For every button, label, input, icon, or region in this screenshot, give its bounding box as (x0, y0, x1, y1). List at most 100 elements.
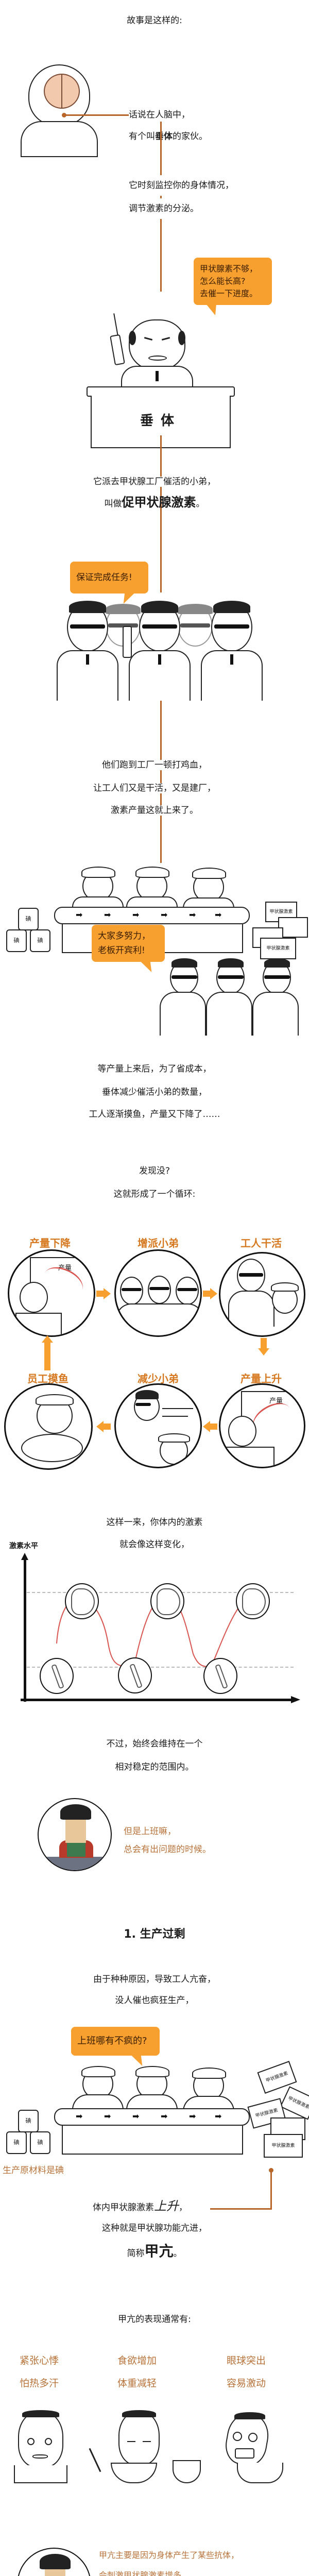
hormone-line2: 就会像这样变化， (119, 1539, 190, 1550)
symptom-figure-nervous (13, 2410, 70, 2483)
brain-pointer-dot (62, 113, 66, 117)
intro-title: 故事是这样的: (127, 15, 182, 26)
cycle-step-label: 产量下降 (29, 1237, 71, 1249)
conveyor-belt: ➡ ➡ ➡ ➡ ➡ ➡ (54, 2108, 250, 2126)
fish-marker-icon (236, 1583, 270, 1619)
cycle-arrow-left (96, 1421, 104, 1432)
hormone-line1: 这样一来，你体内的激素 (106, 1517, 203, 1528)
pituitary-intro-line1: 话说在人脑中， (129, 110, 190, 120)
pituitary-term: 垂体 (155, 131, 173, 142)
tsh-speech-bubble: 保证完成任务! (70, 562, 148, 604)
phone-icon (123, 626, 132, 658)
connector-line (210, 2208, 272, 2210)
wrench-marker-icon (40, 1658, 74, 1694)
handwritten-rise: 上升 (154, 2199, 179, 2213)
cycle-step-output-down: 产量 (8, 1249, 95, 1337)
connector-line (270, 2170, 272, 2209)
connector-line (160, 701, 162, 721)
connector-line (64, 114, 129, 116)
overproduction-speech-bubble: 上班哪有不疯的? (71, 2027, 160, 2066)
cycle-arrow-right (104, 1288, 111, 1299)
conveyor-base (62, 2126, 243, 2155)
narrator1-line1: 但是上班嘛， (124, 1826, 176, 1837)
stable-line1: 不过，始终会维持在一个 (106, 1739, 203, 1749)
wrench-marker-icon (118, 1657, 152, 1693)
human-head-figure (21, 64, 98, 167)
phone-icon (110, 334, 125, 366)
decline-line3: 工人逐渐摸鱼，产量又下降了…… (89, 1109, 220, 1120)
worker-cap-icon (192, 2067, 226, 2079)
fish-marker-icon (65, 1583, 99, 1619)
factory-scene: ➡ ➡ ➡ ➡ ➡ ➡ 碘 碘 碘 甲状腺激素 甲状腺激素 (0, 866, 309, 1041)
hormone-box: 甲状腺激素 (264, 2134, 303, 2158)
cycle-arrow-left (203, 1421, 210, 1432)
sunglasses-icon (214, 624, 249, 629)
rice-bowl-icon (111, 2463, 157, 2483)
symptom-group: 食欲增加 体重减轻 (117, 2355, 157, 2389)
pituitary-speech-bubble: 甲状腺素不够， 怎么能长高? 去催一下进度。 (194, 258, 272, 315)
worker-cap-icon (135, 2066, 169, 2077)
factory-line2: 让工人们又是干活，又是建厂， (93, 783, 216, 793)
cycle-step-fewer-agents (114, 1383, 202, 1468)
desk-top (87, 386, 235, 397)
worker-cap-icon (81, 867, 115, 878)
hyperthyroid-term: 甲亢 (144, 2243, 174, 2260)
narrator-avatar (38, 1798, 112, 1871)
cycle-step-label: 员工摸鱼 (27, 1372, 68, 1385)
result-line1: 体内甲状腺激素上升， (93, 2199, 187, 2213)
cycle-arrow-right (210, 1288, 217, 1299)
fish-marker-icon (150, 1583, 184, 1619)
tsh-line2: 叫做促甲状腺激素。 (104, 495, 205, 510)
cycle-arrow-down (258, 1348, 269, 1355)
factory-line3: 激素产量这就上来了。 (111, 805, 198, 816)
lower-threshold-line (27, 1667, 294, 1668)
wrench-marker-icon (203, 1658, 237, 1694)
stable-line2: 相对稳定的范围内。 (115, 1762, 194, 1772)
worker-cap-icon (81, 2066, 115, 2077)
cycle-question: 发现没? (139, 1166, 170, 1176)
cycle-step-label: 减少小弟 (138, 1372, 179, 1385)
narrator-avatar (17, 2548, 91, 2576)
fish-icon (21, 1434, 83, 1462)
conveyor-belt: ➡ ➡ ➡ ➡ ➡ ➡ (54, 907, 250, 924)
symptom-group: 眼球突出 容易激动 (227, 2355, 266, 2389)
connector-line (160, 515, 162, 592)
pituitary-monitor-line1: 它时刻监控你的身体情况， (129, 175, 234, 196)
factory-line1: 他们跑到工厂一顿打鸡血， (102, 760, 207, 770)
y-axis (24, 1558, 26, 1702)
narrator1-line2: 总会有出问题的时候。 (124, 1844, 211, 1855)
symptom-group: 紧张心悸 怕热多汗 (20, 2355, 59, 2389)
decline-line1: 等产量上来后，为了省成本， (97, 1064, 212, 1074)
cycle-step-label: 增派小弟 (138, 1237, 179, 1249)
worker-cap-icon (192, 868, 226, 879)
symptoms-intro: 甲亢的表现通常有: (118, 2314, 191, 2325)
cycle-arrow-up (42, 1335, 53, 1343)
pituitary-monitor-line2: 调节激素的分泌。 (129, 198, 199, 219)
iodine-sack: 碘 (30, 2131, 50, 2154)
pituitary-boss-figure (108, 313, 206, 386)
iodine-sack: 碘 (18, 908, 39, 930)
narrator2-text: 甲亢主要是因为身体产生了某些抗体， 会刺激甲状腺激素增多， 所以治疗的关键就是:… (99, 2550, 239, 2576)
cycle-step-more-agents (114, 1249, 202, 1337)
worker-cap-icon (135, 867, 169, 878)
sunglasses-icon (70, 624, 105, 629)
result-line2: 这种就是甲状腺功能亢进， (102, 2223, 207, 2233)
cycle-step-label: 产量上升 (241, 1372, 282, 1385)
raw-material-note: 生产原材料是碘 (3, 2165, 64, 2176)
iodine-sack: 碘 (18, 2110, 39, 2132)
pituitary-intro-line2: 有个叫垂体的家伙。 (129, 131, 208, 142)
connector-line (160, 435, 162, 515)
hormone-box: 甲状腺激素 (260, 938, 296, 959)
iodine-sack: 碘 (30, 929, 50, 952)
desk-label: 垂体 (140, 413, 181, 429)
factory-speech-bubble: 大家多努力， 老板开宾利! (92, 925, 165, 972)
chopsticks-icon (89, 2448, 101, 2472)
section1-line1: 由于种种原因，导致工人亢奋， (93, 1974, 216, 1985)
cycle-step-label: 工人干活 (241, 1237, 282, 1249)
x-axis (21, 1699, 294, 1701)
cycle-step-output-up: 产量 (219, 1383, 305, 1468)
section1-line2: 没人催也疯狂生产， (115, 1995, 194, 2006)
cycle-step-slacking (4, 1383, 93, 1470)
cycle-intro: 这就形成了一个循环: (113, 1189, 196, 1199)
overproduction-factory-scene: ➡ ➡ ➡ ➡ ➡ ➡ 碘 碘 碘 甲状腺激素 甲状腺激素 甲状腺激素 甲状腺激… (0, 2061, 309, 2159)
